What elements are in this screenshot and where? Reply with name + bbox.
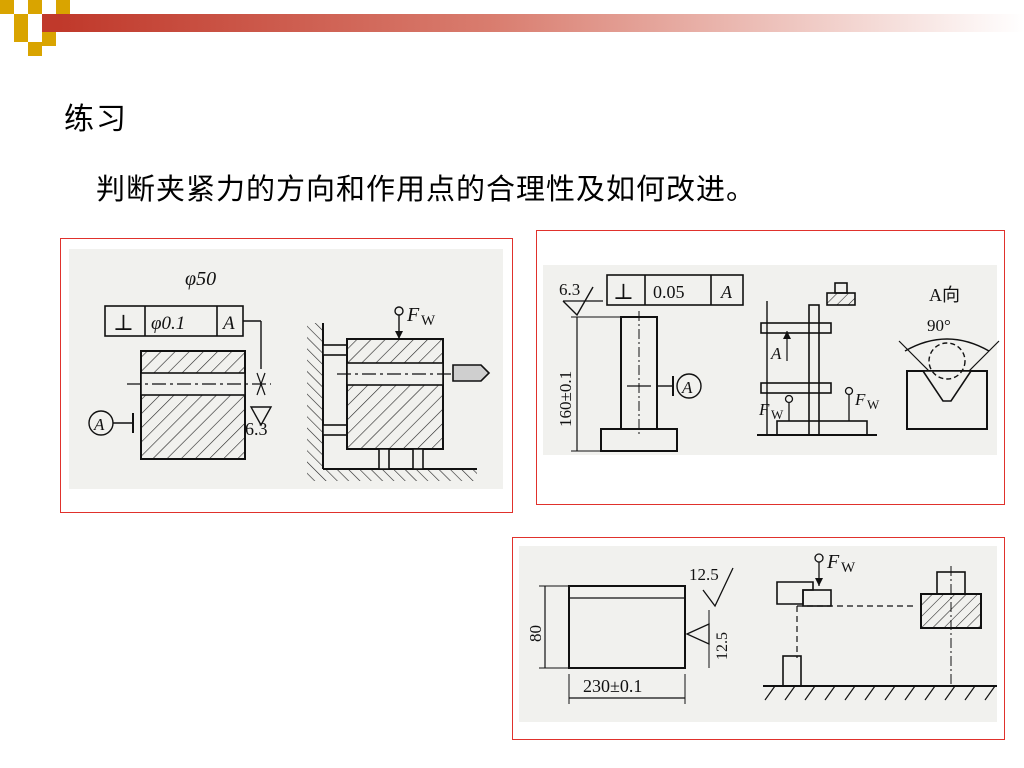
force-subscript-left: W [771, 407, 784, 422]
figure-panel-3: 12.5 12.5 80 230±0.1 [512, 537, 1005, 740]
force-subscript: W [841, 560, 856, 576]
slide-title: 练习 [64, 102, 128, 137]
width-dimension: 230±0.1 [583, 676, 642, 696]
tolerance-frame: ⊥ 0.05 A [606, 274, 744, 306]
diameter-label: φ50 [185, 268, 216, 290]
top-decorative-band [0, 0, 1024, 56]
figure-3-drawing: 12.5 12.5 80 230±0.1 [519, 546, 997, 722]
figure-panel-2: 6.3 ⊥ 0.05 A A 160±0.1 A [536, 230, 1005, 505]
tolerance-frame: ⊥ φ0.1 A [104, 305, 244, 337]
force-subscript-right: W [867, 397, 880, 412]
view-label: A向 [929, 285, 960, 305]
perpendicularity-symbol: ⊥ [613, 279, 634, 304]
angle-label: 90° [927, 316, 951, 335]
datum-label: A [93, 415, 105, 434]
roughness-value: 6.3 [559, 280, 580, 299]
force-label: F [826, 551, 840, 573]
figure-2-drawing: 6.3 ⊥ 0.05 A A 160±0.1 A [543, 265, 1000, 455]
perpendicularity-symbol: ⊥ [113, 310, 134, 335]
roughness-top: 12.5 [689, 565, 719, 584]
tolerance-value: φ0.1 [151, 313, 185, 334]
force-label: F [406, 304, 420, 326]
slide-subtitle: 判断夹紧力的方向和作用点的合理性及如何改进。 [96, 172, 757, 206]
tolerance-datum: A [720, 282, 733, 302]
datum-label: A [681, 378, 693, 397]
height-dimension: 160±0.1 [556, 371, 575, 427]
tolerance-value: 0.05 [653, 282, 685, 302]
figure-1-drawing: φ50 ⊥ φ0.1 A 6.3 A [69, 249, 503, 489]
force-label-left: F [758, 400, 770, 419]
tolerance-datum: A [221, 313, 235, 334]
roughness-side: 12.5 [714, 632, 731, 660]
force-subscript: W [421, 313, 436, 329]
force-label-right: F [854, 390, 866, 409]
figure-panel-1: φ50 ⊥ φ0.1 A 6.3 A [60, 238, 513, 513]
roughness-value: 6.3 [245, 419, 268, 439]
height-dimension: 80 [526, 625, 545, 642]
section-label: A [770, 344, 782, 363]
